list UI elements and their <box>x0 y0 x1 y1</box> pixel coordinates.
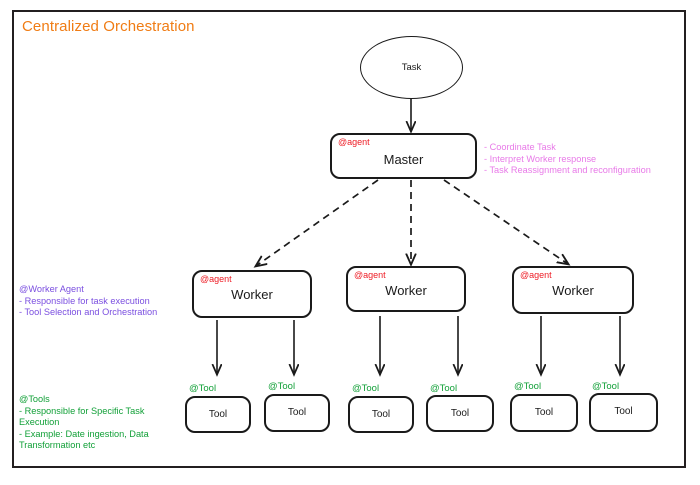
agent-tag-worker-1: @agent <box>200 274 232 284</box>
node-worker-3[interactable]: @agent Worker <box>512 266 634 314</box>
node-tool-4-label: Tool <box>450 408 470 419</box>
node-task-label: Task <box>401 62 422 73</box>
node-tool-2[interactable]: Tool <box>264 394 330 432</box>
node-tool-1-label: Tool <box>208 409 228 420</box>
agent-tag-worker-3: @agent <box>520 270 552 280</box>
node-master-label: Master <box>383 152 424 167</box>
tool-tag-3: @Tool <box>352 383 380 394</box>
node-worker-2-label: Worker <box>385 283 427 298</box>
annotation-tools: @Tools - Responsible for Specific Task E… <box>19 394 149 451</box>
agent-tag-worker-2: @agent <box>354 270 386 280</box>
node-worker-3-label: Worker <box>552 283 594 298</box>
node-worker-1-label: Worker <box>231 287 273 302</box>
edge-master-to-worker-3 <box>443 179 568 264</box>
node-tool-3-label: Tool <box>371 409 391 420</box>
node-tool-1[interactable]: Tool <box>185 396 251 433</box>
tool-tag-6: @Tool <box>592 381 620 392</box>
node-worker-2[interactable]: @agent Worker <box>346 266 466 312</box>
annotation-worker-agent: @Worker Agent - Responsible for task exe… <box>19 284 158 318</box>
node-worker-1[interactable]: @agent Worker <box>192 270 312 318</box>
tool-tag-5: @Tool <box>514 381 542 392</box>
node-tool-5[interactable]: Tool <box>510 394 578 432</box>
node-tool-3[interactable]: Tool <box>348 396 414 433</box>
annotation-master-responsibilities: - Coordinate Task - Interpret Worker res… <box>484 142 651 176</box>
node-tool-2-label: Tool <box>287 407 307 418</box>
agent-tag-master: @agent <box>338 137 370 147</box>
tool-tag-4: @Tool <box>430 383 458 394</box>
node-task[interactable]: Task <box>360 36 463 99</box>
node-tool-5-label: Tool <box>534 407 554 418</box>
edge-master-to-worker-1 <box>256 179 379 266</box>
page-title: Centralized Orchestration <box>22 18 195 35</box>
tool-tag-2: @Tool <box>268 381 296 392</box>
node-tool-4[interactable]: Tool <box>426 395 494 432</box>
diagram-frame <box>12 10 686 468</box>
node-master[interactable]: @agent Master <box>330 133 477 179</box>
node-tool-6-label: Tool <box>614 406 633 417</box>
tool-tag-1: @Tool <box>189 383 217 394</box>
node-tool-6[interactable]: Tool <box>589 393 658 432</box>
